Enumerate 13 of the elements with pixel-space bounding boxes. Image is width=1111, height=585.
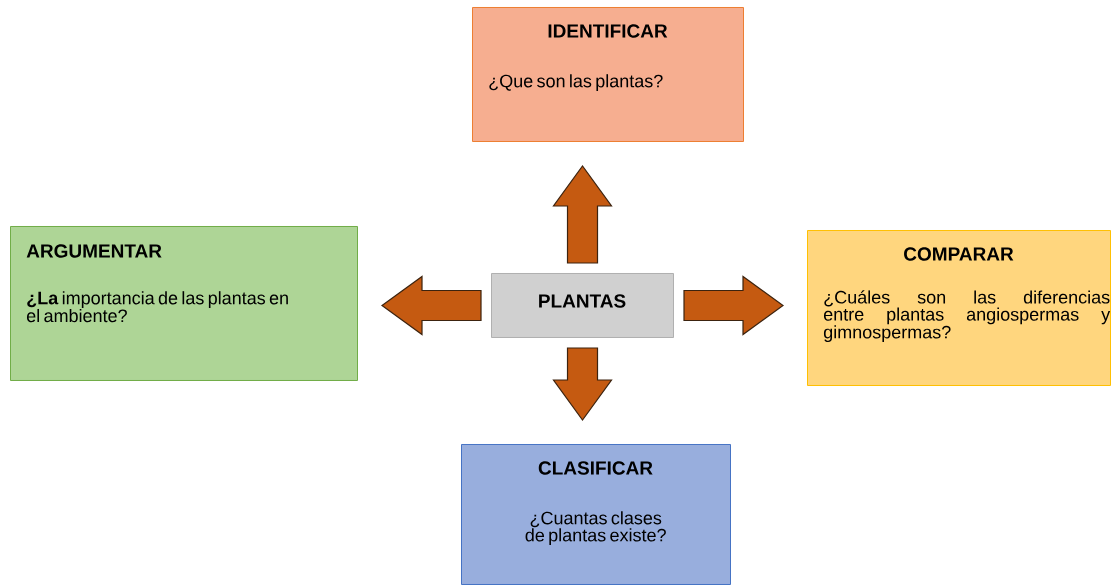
block-arrow [552, 347, 613, 421]
heading: COMPARAR [904, 247, 1014, 261]
block-arrow [381, 275, 482, 336]
heading: CLASIFICAR [538, 461, 653, 475]
question-text: ¿Que son las plantas? [489, 74, 663, 91]
question-text: ¿Cuáles son las diferencias entre plantas angiospermas y gimnospermas? [823, 290, 1111, 343]
question-text: ¿La importancia de las plantas en el ambiente? [27, 291, 288, 323]
block-arrow [683, 275, 785, 336]
heading: ARGUMENTAR [26, 244, 162, 258]
heading: IDENTIFICAR [548, 24, 668, 38]
question-text: ¿Cuantas clases de plantas existe? [525, 511, 666, 546]
block-arrow [552, 164, 613, 264]
heading: PLANTAS [539, 294, 626, 308]
